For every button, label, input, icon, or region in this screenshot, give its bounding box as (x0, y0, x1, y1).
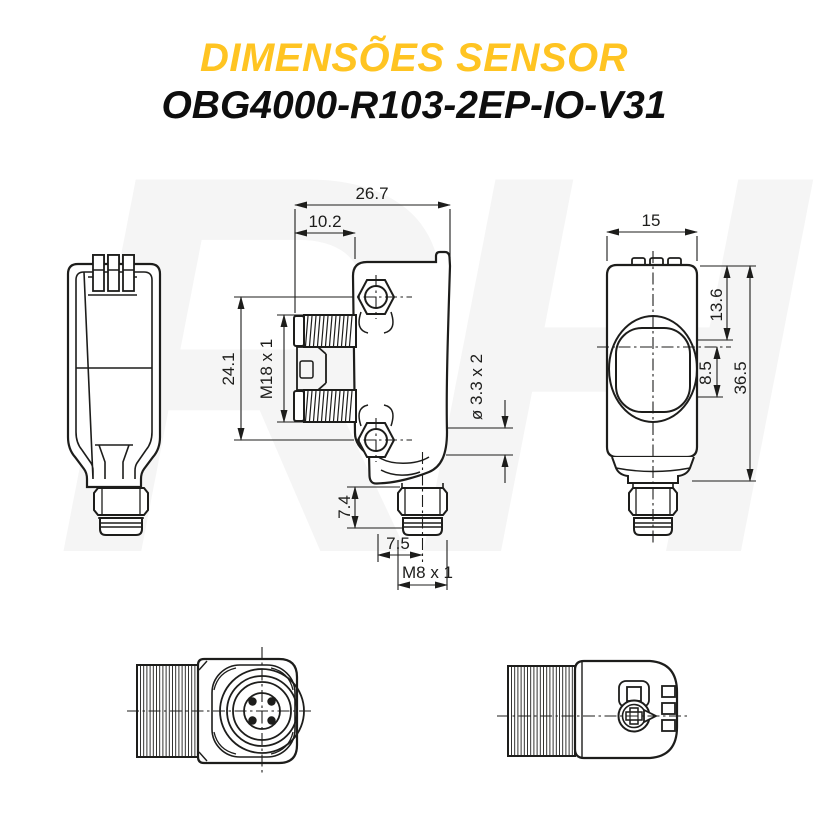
dim-label-width: 15 (642, 211, 661, 230)
dim-connector-length: 7.4 (335, 486, 404, 529)
dim-lens-center: 8.5 (696, 346, 723, 398)
front-view-drawing (66, 254, 162, 536)
dim-label-front-depth: 10.2 (308, 212, 341, 231)
dim-thread: M18 x 1 (257, 314, 304, 423)
dim-label-connector-thread: M8 x 1 (402, 563, 453, 582)
dim-label-connector-length: 7.4 (335, 495, 354, 519)
rear-view-dimensions: 15 13.6 8.5 36.5 (606, 211, 756, 482)
dim-top-to-lens: 13.6 (698, 265, 733, 341)
dim-total-depth: 26.7 (294, 184, 451, 313)
dim-mount-hole: ø 3.3 x 2 (446, 354, 513, 483)
dim-label-top-to-lens: 13.6 (707, 288, 726, 321)
page-title: DIMENSÕES SENSOR (199, 36, 629, 80)
bottom-top-view (497, 659, 690, 760)
product-code-subtitle: OBG4000-R103-2EP-IO-V31 (161, 84, 667, 127)
dim-label-total-depth: 26.7 (355, 184, 388, 203)
side-view-drawing (293, 250, 452, 562)
dim-hole-spacing: 24.1 (219, 296, 342, 441)
dim-connector-offset: 7.5 (377, 534, 423, 562)
rear-view-drawing (597, 251, 731, 546)
side-view-dimensions: 26.7 10.2 24.1 M18 x 1 ø 3.3 x (219, 184, 513, 590)
dim-label-hole-spacing: 24.1 (219, 352, 238, 385)
dim-label-lens-center: 8.5 (696, 361, 715, 385)
dim-label-thread: M18 x 1 (257, 339, 276, 399)
dim-height: 36.5 (692, 265, 756, 482)
dim-label-mount-hole: ø 3.3 x 2 (467, 354, 486, 420)
dim-label-height: 36.5 (731, 361, 750, 394)
dim-front-depth: 10.2 (294, 212, 356, 259)
dim-width: 15 (606, 211, 698, 261)
bottom-connector-face-view (127, 647, 311, 775)
dim-connector-thread: M8 x 1 (397, 540, 453, 590)
